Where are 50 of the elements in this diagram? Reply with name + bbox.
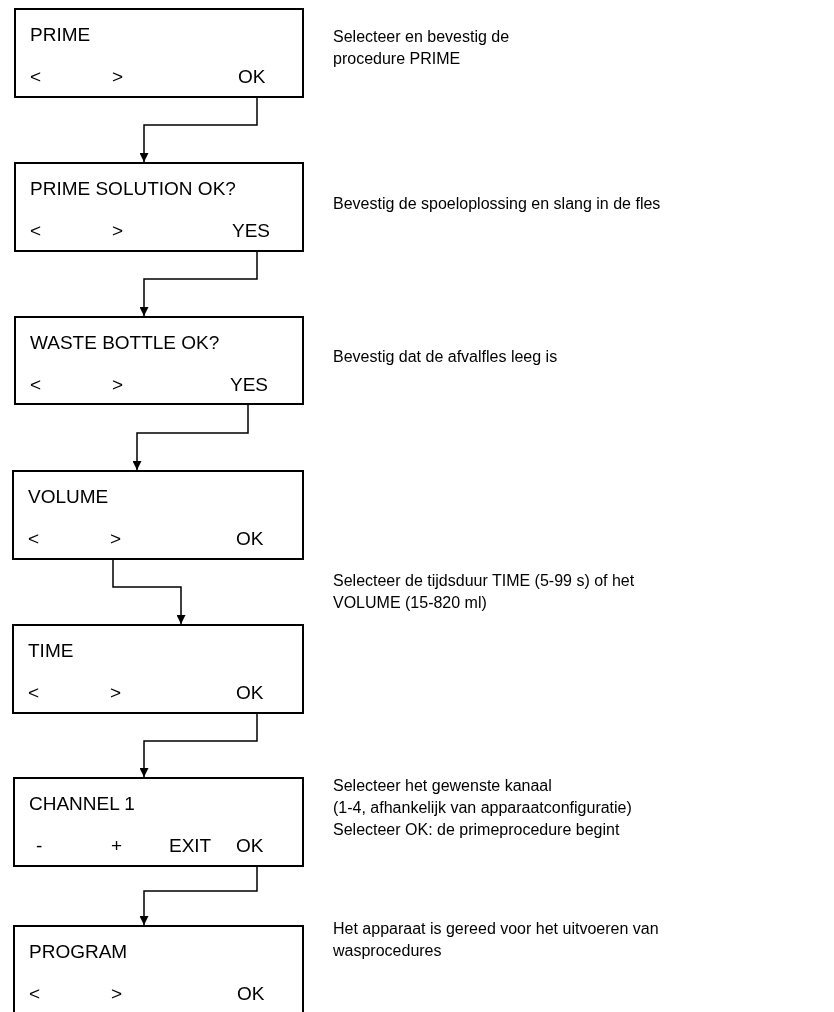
instruction-text: Selecteer OK: de primeprocedure begint bbox=[333, 820, 621, 840]
screen-title: TIME bbox=[28, 640, 74, 662]
display-screen-box bbox=[13, 925, 304, 1012]
instruction-text: Het apparaat is gereed voor het uitvoeren van wasprocedures bbox=[333, 919, 660, 961]
softkey-label: > bbox=[110, 682, 122, 704]
softkey-label: OK bbox=[238, 66, 266, 88]
display-screen-box bbox=[13, 777, 304, 867]
softkey-label: OK bbox=[237, 983, 265, 1005]
softkey-label: - bbox=[36, 835, 43, 857]
flow-arrow bbox=[139, 97, 258, 163]
instruction-text: Bevestig dat de afvalfles leeg is bbox=[333, 347, 559, 367]
flow-arrow bbox=[139, 251, 258, 317]
softkey-label: > bbox=[112, 66, 124, 88]
softkey-label: OK bbox=[236, 835, 264, 857]
softkey-label: < bbox=[28, 682, 40, 704]
screen-title: PRIME bbox=[30, 24, 91, 46]
softkey-label: EXIT bbox=[169, 835, 212, 857]
instruction-text: Selecteer en bevestig de procedure PRIME bbox=[333, 27, 511, 69]
screen-title: VOLUME bbox=[28, 486, 109, 508]
softkey-label: < bbox=[29, 983, 41, 1005]
softkey-label: < bbox=[30, 374, 42, 396]
instruction-text: (1-4, afhankelijk van apparaatconfiguratie) bbox=[333, 798, 633, 818]
softkey-label: > bbox=[111, 983, 123, 1005]
softkey-label: YES bbox=[232, 220, 271, 242]
display-screen-box bbox=[12, 470, 304, 560]
softkey-label: < bbox=[30, 66, 42, 88]
flow-arrow bbox=[139, 866, 258, 926]
softkey-label: < bbox=[30, 220, 42, 242]
softkey-label: > bbox=[112, 374, 124, 396]
softkey-label: OK bbox=[236, 528, 264, 550]
screen-title: CHANNEL 1 bbox=[29, 793, 135, 815]
instruction-text: Bevestig de spoeloplossing en slang in de fles bbox=[333, 194, 662, 214]
softkey-label: YES bbox=[230, 374, 269, 396]
display-screen-box bbox=[14, 316, 304, 405]
screen-title: PRIME SOLUTION OK? bbox=[30, 178, 236, 200]
display-screen-box bbox=[14, 8, 304, 98]
flow-arrow bbox=[112, 559, 186, 625]
flow-arrow bbox=[139, 713, 258, 778]
screen-title: WASTE BOTTLE OK? bbox=[30, 332, 220, 354]
screen-title: PROGRAM bbox=[29, 941, 128, 963]
softkey-label: OK bbox=[236, 682, 264, 704]
softkey-label: < bbox=[28, 528, 40, 550]
flow-arrow bbox=[132, 404, 249, 471]
display-screen-box bbox=[14, 162, 304, 252]
softkey-label: > bbox=[112, 220, 124, 242]
softkey-label: > bbox=[110, 528, 122, 550]
instruction-text: Selecteer het gewenste kanaal bbox=[333, 776, 553, 796]
display-screen-box bbox=[12, 624, 304, 714]
softkey-label: + bbox=[111, 835, 123, 857]
instruction-text: Selecteer de tijdsduur TIME (5-99 s) of het VOLUME (15-820 ml) bbox=[333, 571, 636, 613]
